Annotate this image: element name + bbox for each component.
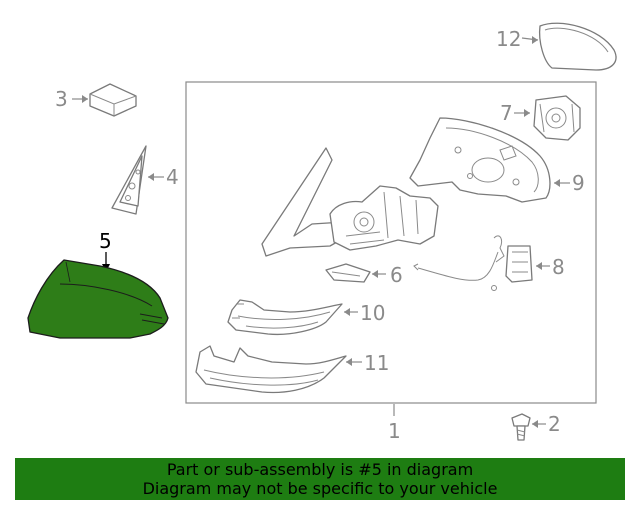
callout-2: 2 bbox=[548, 412, 561, 436]
callout-10: 10 bbox=[360, 301, 385, 325]
parts-diagram: 12 3 4 5 7 bbox=[27, 22, 617, 443]
mirror-base-arm bbox=[261, 147, 439, 257]
part-2-screw[interactable] bbox=[511, 413, 546, 441]
callout-12: 12 bbox=[496, 27, 521, 51]
callout-9: 9 bbox=[572, 171, 585, 195]
callout-11: 11 bbox=[364, 351, 389, 375]
callout-8: 8 bbox=[552, 255, 565, 279]
banner-line-1: Part or sub-assembly is #5 in diagram bbox=[166, 460, 474, 479]
callout-5: 5 bbox=[99, 229, 112, 253]
part-10-turn-signal[interactable] bbox=[227, 299, 358, 336]
banner-line-2: Diagram may not be specific to your vehi… bbox=[142, 479, 498, 498]
notice-banner: Part or sub-assembly is #5 in diagram Di… bbox=[15, 458, 625, 500]
callout-3: 3 bbox=[55, 87, 68, 111]
callout-7: 7 bbox=[500, 101, 513, 125]
callout-1: 1 bbox=[388, 419, 401, 443]
part-7-bracket[interactable] bbox=[514, 95, 581, 141]
callout-6: 6 bbox=[390, 263, 403, 287]
assembly-frame bbox=[185, 81, 597, 404]
part-12-mirror-glass[interactable] bbox=[521, 22, 617, 71]
part-6-clip[interactable] bbox=[325, 263, 386, 283]
part-9-housing[interactable] bbox=[409, 117, 570, 203]
callout-4: 4 bbox=[166, 165, 179, 189]
part-8-harness[interactable] bbox=[413, 235, 550, 291]
part-5-mirror-cover[interactable] bbox=[27, 252, 169, 339]
part-11-lower-trim[interactable] bbox=[195, 345, 362, 394]
part-4-triangle-plate[interactable] bbox=[111, 145, 164, 215]
part-3-block[interactable] bbox=[72, 83, 137, 117]
